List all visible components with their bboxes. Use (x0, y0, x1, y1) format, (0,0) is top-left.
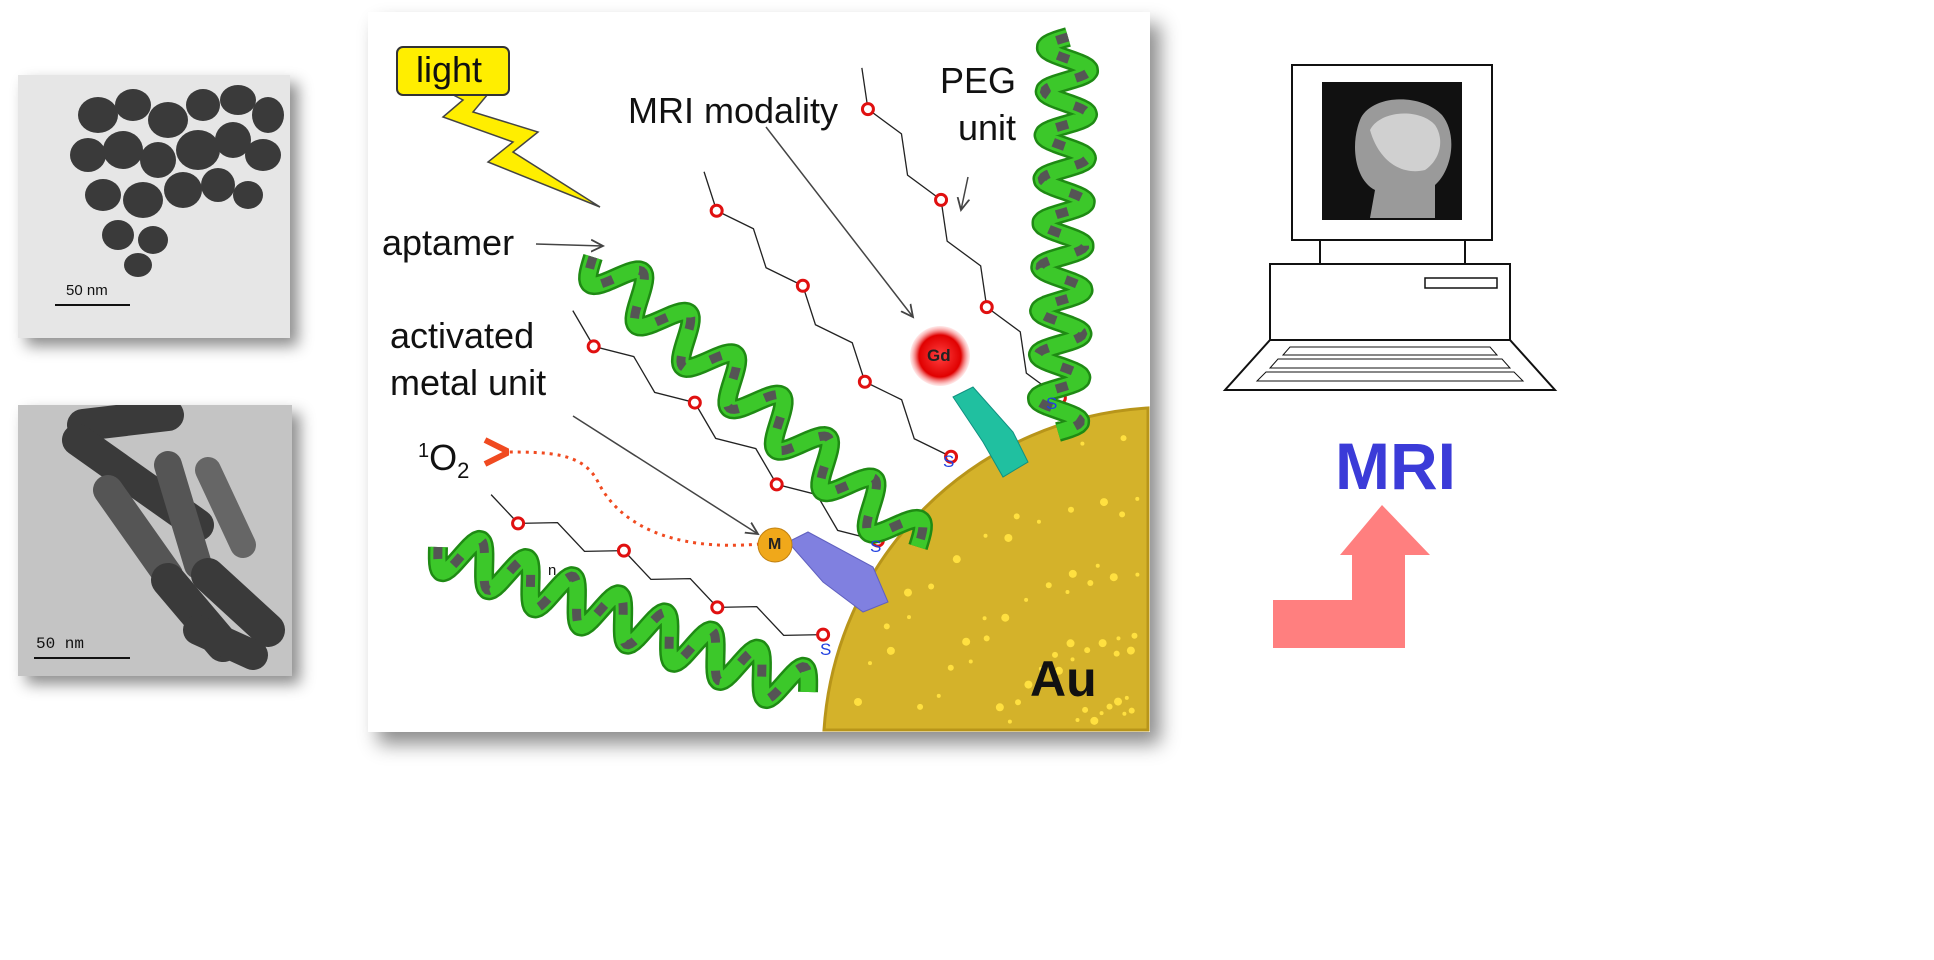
aptamer-helix (427, 529, 819, 710)
peg-chain (860, 67, 1067, 405)
oxygen-symbol: O (429, 437, 458, 478)
aptamer-label: aptamer (382, 222, 515, 263)
oxygen-atom (934, 192, 949, 207)
oxygen-atom (616, 543, 631, 558)
oxygen-atom (795, 278, 810, 293)
tem-image-nanospheres: 50 nm (18, 75, 290, 338)
repeat-n-label: n (548, 562, 557, 579)
oxygen-atom (586, 339, 601, 354)
sulfur-label: S (870, 537, 882, 556)
aptamer-helix (1026, 27, 1100, 442)
pointer-mri (765, 126, 913, 317)
oxygen-atom (709, 203, 724, 218)
aptamer-helix (578, 252, 933, 552)
oxygen-atom (769, 477, 784, 492)
pointer-peg (961, 176, 968, 210)
light-label: light (416, 49, 483, 90)
metal-label: M (768, 536, 782, 553)
lightning-bolt-icon (427, 81, 601, 208)
light-box (396, 46, 510, 96)
gold-nanoparticle (822, 406, 1150, 732)
oxygen-atom (979, 300, 994, 315)
nanoparticle-schematic: light MRI modality PEG unit aptamer acti… (368, 12, 1150, 732)
computer-icon (1222, 64, 1558, 391)
nanoparticle-micrograph (70, 85, 284, 277)
scale-label: 50 nm (66, 282, 108, 299)
tem-image-nanorods: 50 nm (18, 405, 292, 676)
oxygen-atom (687, 395, 702, 410)
peg-chain (703, 171, 959, 464)
oxygen-atom (857, 374, 872, 389)
scale-bar (34, 657, 130, 659)
sulfur-label: S (820, 640, 832, 659)
nanorod-micrograph (62, 405, 285, 670)
pointer-metal (572, 415, 758, 534)
pointer-aptamer (535, 244, 603, 246)
sulfur-label: S (943, 452, 955, 471)
singlet-sup: 1 (418, 440, 430, 462)
gd-complex (910, 326, 970, 386)
peg-label: PEG (940, 60, 1017, 101)
mri-output-label: MRI (1335, 429, 1456, 503)
peg-label-unit: unit (958, 107, 1017, 148)
activated-label: activated (390, 315, 535, 356)
gold-texture (854, 435, 1140, 725)
oxygen-atom (710, 600, 725, 615)
singlet-oxygen-label: 1O2 (418, 437, 469, 484)
up-arrow-icon (1273, 505, 1430, 648)
gold-label: Au (1030, 651, 1097, 707)
metal-linker (787, 531, 889, 613)
metal-complex (757, 527, 793, 563)
gd-label: Gd (927, 346, 951, 365)
schematic-drawing (396, 27, 1150, 732)
oxygen-sub: 2 (457, 458, 470, 484)
metal-unit-label: metal unit (390, 362, 547, 403)
oxygen-atom (511, 516, 526, 531)
oxygen-atom (816, 627, 831, 642)
scale-bar (55, 304, 130, 306)
sulfur-label: S (1046, 394, 1058, 413)
mri-modality-label: MRI modality (628, 90, 839, 131)
oxygen-atom (944, 449, 959, 464)
peg-chain (490, 494, 831, 642)
singlet-oxygen-arrow (503, 452, 761, 547)
oxygen-atom (860, 102, 875, 117)
scale-label: 50 nm (36, 635, 85, 653)
gd-linker (952, 386, 1029, 478)
